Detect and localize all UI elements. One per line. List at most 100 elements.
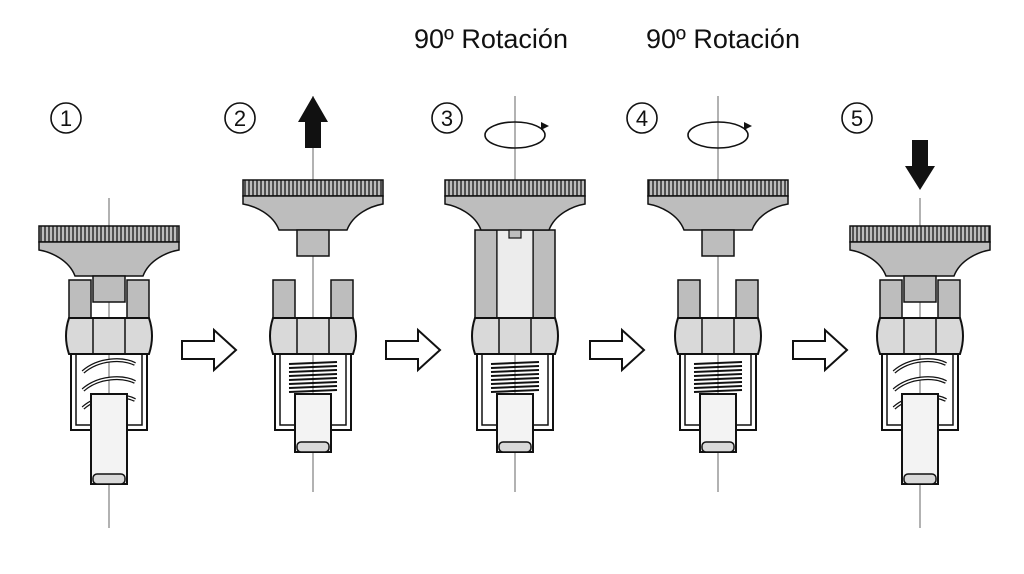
rotation-arrow-icon bbox=[484, 121, 549, 149]
collar-right bbox=[532, 229, 556, 319]
knob-tab bbox=[508, 229, 522, 239]
spring bbox=[693, 361, 743, 393]
rotation-ellipse bbox=[484, 121, 546, 149]
rotation-label-step-3: 90º Rotación bbox=[414, 24, 568, 54]
spring-coil bbox=[693, 389, 743, 393]
spring-coil bbox=[490, 381, 540, 385]
spring-coil bbox=[288, 377, 338, 381]
spring-coil bbox=[490, 365, 540, 369]
right-arrow-icon bbox=[181, 327, 238, 373]
collar-right bbox=[735, 279, 759, 319]
step-3 bbox=[444, 96, 586, 492]
rotation-ellipse bbox=[687, 121, 749, 149]
spring-coil bbox=[490, 389, 540, 393]
circled-number-icon bbox=[626, 102, 658, 134]
spring-coil bbox=[288, 365, 338, 369]
up-arrow-icon bbox=[298, 96, 328, 148]
circled-number-icon bbox=[431, 102, 463, 134]
collar-left bbox=[68, 279, 92, 319]
spring bbox=[288, 361, 338, 393]
collar-left bbox=[879, 279, 903, 319]
circled-number-icon bbox=[50, 102, 82, 134]
knob-tab bbox=[92, 275, 126, 303]
knob-tab bbox=[903, 275, 937, 303]
spring-coil bbox=[288, 381, 338, 385]
knob-knurl bbox=[242, 179, 384, 197]
spring-coil bbox=[893, 359, 947, 373]
knob-body bbox=[38, 241, 180, 277]
spring-coil bbox=[893, 377, 947, 391]
plunger-pin bbox=[901, 393, 939, 485]
spring-coil bbox=[288, 361, 338, 365]
circled-number-icon bbox=[841, 102, 873, 134]
spring-coil bbox=[490, 377, 540, 381]
knob-knurl bbox=[444, 179, 586, 197]
plunger-shaft bbox=[496, 229, 534, 319]
spring-coil bbox=[490, 373, 540, 377]
hex-nut bbox=[269, 317, 357, 355]
spring-coil bbox=[490, 361, 540, 365]
pin-tip bbox=[903, 473, 937, 485]
step-number-4: 4 bbox=[626, 102, 658, 134]
hex-nut bbox=[876, 317, 964, 355]
step-number-text: 1 bbox=[60, 106, 72, 131]
knob-body bbox=[444, 195, 586, 231]
hex-nut bbox=[65, 317, 153, 355]
spring-coil bbox=[288, 385, 338, 389]
step-4 bbox=[647, 96, 789, 492]
pin-tip bbox=[701, 441, 735, 453]
spring-coil bbox=[490, 385, 540, 389]
collar-left bbox=[677, 279, 701, 319]
plunger-pin bbox=[90, 393, 128, 485]
down-arrow-icon bbox=[905, 140, 935, 190]
pin-tip bbox=[498, 441, 532, 453]
collar-left bbox=[474, 229, 498, 319]
spring-coil bbox=[288, 369, 338, 373]
step-number-2: 2 bbox=[224, 102, 256, 134]
spring-coil bbox=[693, 373, 743, 377]
step-2 bbox=[242, 96, 384, 492]
circled-number-icon bbox=[224, 102, 256, 134]
hex-nut bbox=[471, 317, 559, 355]
spring-coil bbox=[288, 389, 338, 393]
spring-coil bbox=[82, 359, 136, 373]
collar-right bbox=[937, 279, 961, 319]
spring-coil bbox=[693, 365, 743, 369]
spring-coil bbox=[82, 377, 136, 391]
step-5 bbox=[849, 140, 991, 528]
pin-tip bbox=[296, 441, 330, 453]
step-number-5: 5 bbox=[841, 102, 873, 134]
collar-left bbox=[272, 279, 296, 319]
step-number-text: 2 bbox=[234, 106, 246, 131]
spring-coil bbox=[490, 369, 540, 373]
collar-right bbox=[126, 279, 150, 319]
knob-knurl bbox=[38, 225, 180, 243]
spring-coil bbox=[693, 361, 743, 365]
rotation-arrowhead bbox=[541, 122, 549, 130]
spring-coil bbox=[288, 373, 338, 377]
spring-coil bbox=[693, 369, 743, 373]
spring-coil bbox=[693, 385, 743, 389]
knob-knurl bbox=[849, 225, 991, 243]
right-arrow-icon bbox=[589, 327, 646, 373]
rotation-label-step-4: 90º Rotación bbox=[646, 24, 800, 54]
knob-knurl bbox=[647, 179, 789, 197]
rotation-arrow-icon bbox=[687, 121, 752, 149]
step-number-text: 3 bbox=[441, 106, 453, 131]
collar-right bbox=[330, 279, 354, 319]
step-number-1: 1 bbox=[50, 102, 82, 134]
step-number-text: 4 bbox=[636, 106, 648, 131]
spring bbox=[490, 361, 540, 393]
knob-tab bbox=[701, 229, 735, 257]
knob-body bbox=[849, 241, 991, 277]
spring-coil bbox=[693, 381, 743, 385]
right-arrow-icon bbox=[792, 327, 849, 373]
spring-coil bbox=[693, 377, 743, 381]
right-arrow-icon bbox=[385, 327, 442, 373]
knob-body bbox=[242, 195, 384, 231]
knob-tab bbox=[296, 229, 330, 257]
knob-body bbox=[647, 195, 789, 231]
step-1 bbox=[38, 198, 180, 528]
pin-tip bbox=[92, 473, 126, 485]
